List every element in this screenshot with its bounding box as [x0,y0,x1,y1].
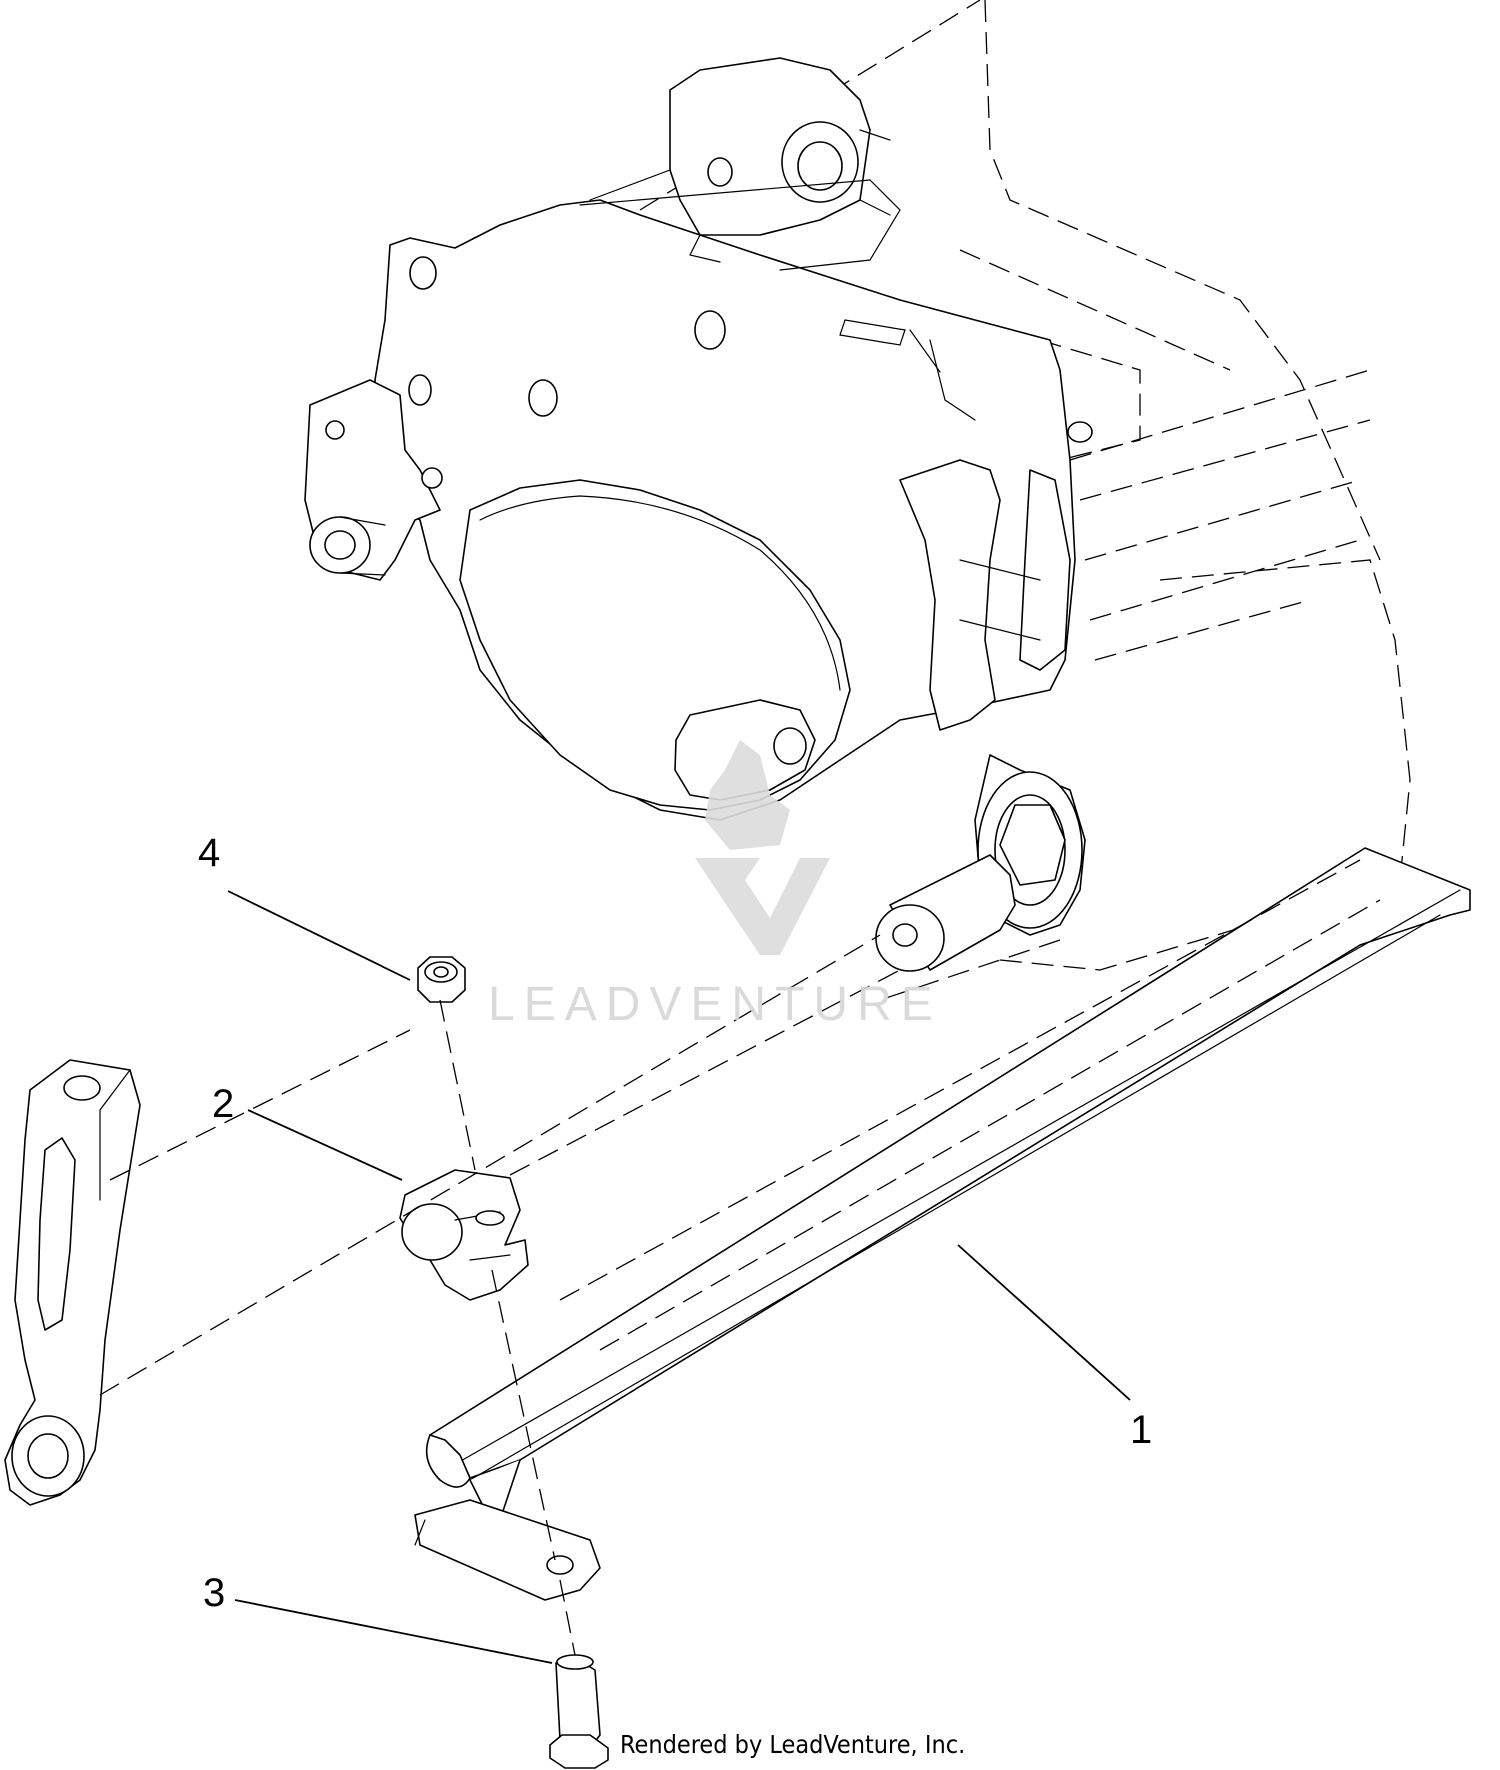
part-1-rod-channel [414,847,1471,1601]
callout-1: 1 [1130,1408,1152,1452]
part-4-nut [417,956,466,1003]
callout-4: 4 [198,831,220,875]
v-logo [695,858,830,955]
leader-1 [957,1244,1131,1401]
part-3-bolt [549,1654,609,1769]
transaxle-housing [304,57,1093,821]
leader-2 [247,1109,403,1181]
rendered-by-credit: Rendered by LeadVenture, Inc. [620,1730,965,1759]
watermark: LEADVENTURE [488,740,942,1031]
watermark-text: LEADVENTURE [488,978,942,1031]
axle-nut-spacer [875,754,1086,972]
leader-4 [227,890,411,981]
callout-3: 3 [203,1571,225,1615]
leader-3 [234,1599,553,1664]
flame-logo [705,740,790,850]
link-arm [4,1059,141,1506]
callout-2: 2 [212,1082,234,1126]
leader-lines [227,890,1131,1664]
assembly-lines [99,934,901,1656]
phantom-frame-outline [639,0,1411,1001]
part-2-clamp [399,1169,529,1301]
